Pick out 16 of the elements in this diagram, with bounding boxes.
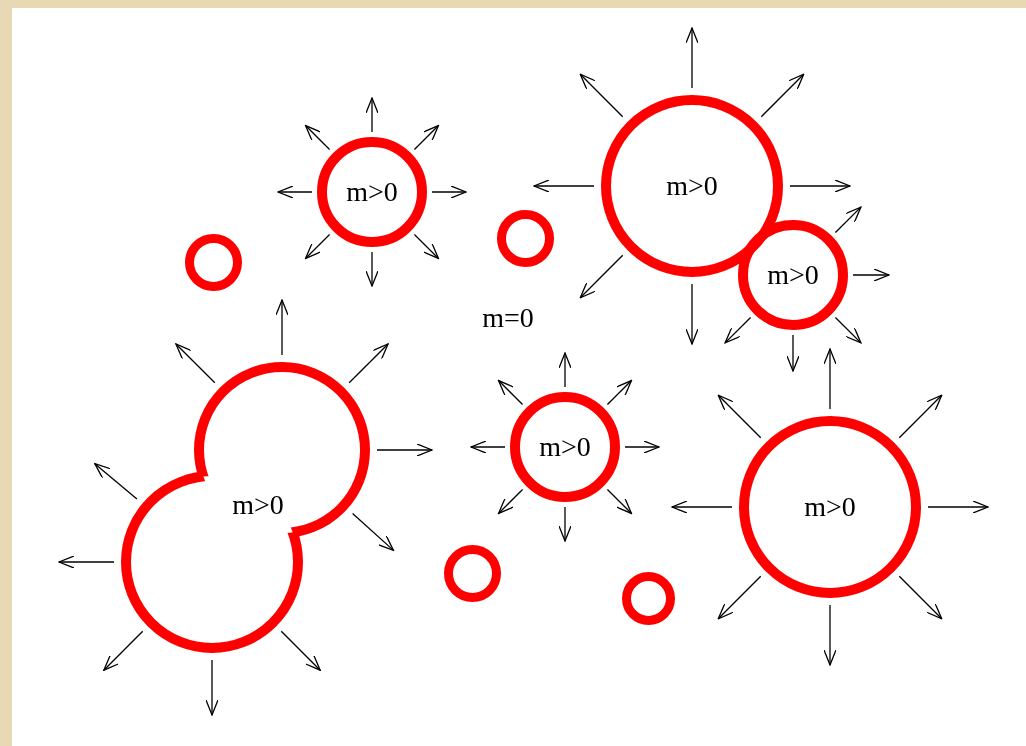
bubble-circle: [317, 137, 427, 247]
bubble-circle: [738, 220, 848, 330]
ring-circle: [621, 571, 675, 625]
bubble-label: m>0: [804, 493, 856, 521]
bubble-label: m>0: [767, 261, 819, 289]
region-label: m=0: [482, 304, 534, 332]
bubble-label: m>0: [232, 491, 284, 519]
double-bubble: [118, 360, 373, 655]
bubble-circle: [739, 416, 921, 598]
bubble-label: m>0: [539, 433, 591, 461]
bubble-label: m>0: [666, 172, 718, 200]
ring-circle: [443, 544, 501, 602]
bubble-circle: [510, 392, 620, 502]
bubble-label: m>0: [346, 178, 398, 206]
ring-circle: [496, 209, 554, 267]
ring-circle: [184, 233, 242, 291]
